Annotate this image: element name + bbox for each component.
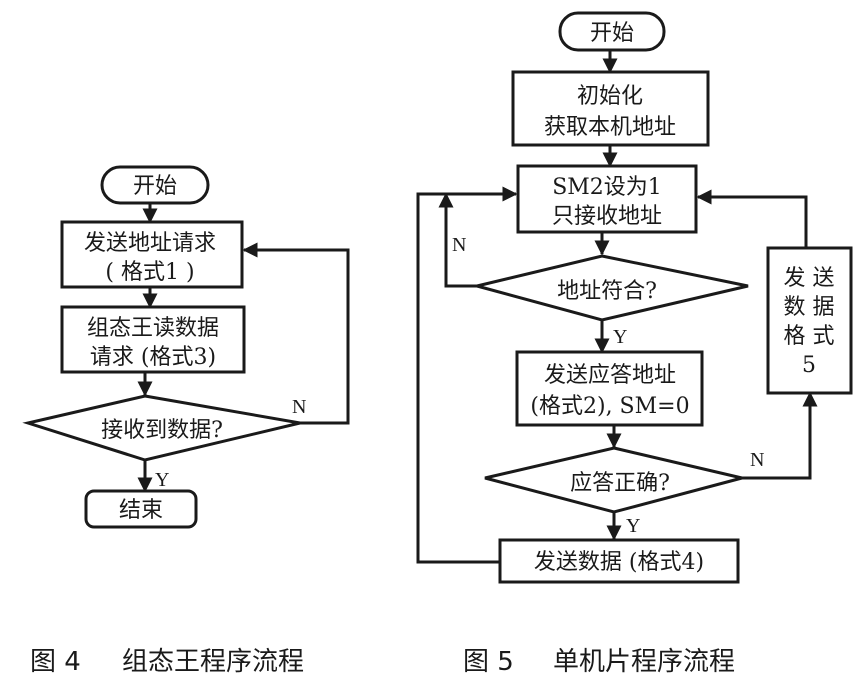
fig5-sm2-line1: SM2设为1 xyxy=(552,175,662,200)
fig4-end-label: 结束 xyxy=(119,498,163,523)
fig4-caption-number: 图 4 xyxy=(30,647,81,677)
fig5-start-label: 开始 xyxy=(590,21,634,46)
fig4-start-terminal: 开始 xyxy=(100,165,210,205)
fig4-read-request-box: 组态王读数据 请求 (格式3) xyxy=(60,305,246,374)
fig5-init-line2: 获取本机地址 xyxy=(544,115,676,140)
fig5-addr-no-label: N xyxy=(452,234,466,256)
fig4-read-request-line2: 请求 (格式3) xyxy=(90,345,216,370)
fig5-address-match-decision: 地址符合? xyxy=(476,254,749,322)
fig4-decision-label: 接收到数据? xyxy=(101,418,223,443)
fig4-send-address-box: 发送地址请求 ( 格式1 ) xyxy=(60,220,244,289)
fig4-start-label: 开始 xyxy=(133,174,177,199)
fig5-arrow-ack-no xyxy=(742,391,818,480)
fig5-address-match-label: 地址符合? xyxy=(557,279,657,304)
fig5-init-line1: 初始化 xyxy=(577,84,643,109)
fig5-ack-yes-label: Y xyxy=(626,515,640,537)
fig5-send-ack-line2: (格式2), SM=0 xyxy=(530,394,689,419)
fig5-arrow-format5-to-sm2 xyxy=(696,189,808,248)
figure-4: 开始 发送地址请求 ( 格式1 ) 组态王读数据 请求 (格式3) 接收到数据?… xyxy=(22,165,350,529)
fig4-yes-label: Y xyxy=(155,469,169,491)
fig5-send-data-label: 发送数据 (格式4) xyxy=(534,550,704,575)
fig5-start-terminal: 开始 xyxy=(558,11,666,52)
fig5-addr-yes-label: Y xyxy=(613,326,627,348)
fig5-arrow-send-data-loop xyxy=(416,186,518,564)
fig5-send-ack-line1: 发送应答地址 xyxy=(544,363,676,388)
fig4-caption-title: 组态王程序流程 xyxy=(122,647,304,677)
fig4-read-request-line1: 组态王读数据 xyxy=(87,316,219,341)
fig5-send-format5-line1: 发 送 xyxy=(784,266,835,291)
fig5-send-format5-box: 发 送 数 据 格 式 5 xyxy=(766,246,853,395)
fig4-received-data-decision: 接收到数据? xyxy=(22,394,301,462)
fig5-send-format5-line2: 数 据 xyxy=(784,295,835,320)
captions: 图 4 组态王程序流程 图 5 单机片程序流程 xyxy=(30,647,735,677)
fig5-send-ack-box: 发送应答地址 (格式2), SM=0 xyxy=(515,350,704,427)
fig5-ack-correct-decision: 应答正确? xyxy=(484,446,743,514)
fig5-ack-no-label: N xyxy=(750,449,764,471)
fig5-ack-correct-label: 应答正确? xyxy=(570,471,670,496)
figure-5: 开始 初始化 获取本机地址 SM2设为1 只接收地址 地址符合? N Y xyxy=(416,11,853,584)
fig5-send-format5-line4: 5 xyxy=(802,353,816,378)
fig4-end-terminal: 结束 xyxy=(84,489,198,529)
fig5-send-data-box: 发送数据 (格式4) xyxy=(498,538,740,584)
fig5-send-format5-line3: 格 式 xyxy=(784,324,835,349)
fig5-arrow-addr-no xyxy=(438,192,477,288)
fig4-send-address-line2: ( 格式1 ) xyxy=(105,260,194,285)
fig5-sm2-box: SM2设为1 只接收地址 xyxy=(516,164,698,234)
fig4-send-address-line1: 发送地址请求 xyxy=(84,231,216,256)
fig5-init-box: 初始化 获取本机地址 xyxy=(511,70,710,147)
fig4-no-label: N xyxy=(292,396,306,418)
fig4-arrow-no-loop xyxy=(242,242,350,425)
fig5-caption-title: 单机片程序流程 xyxy=(553,647,735,677)
fig5-caption-number: 图 5 xyxy=(463,647,514,677)
fig5-sm2-line2: 只接收地址 xyxy=(552,204,662,229)
